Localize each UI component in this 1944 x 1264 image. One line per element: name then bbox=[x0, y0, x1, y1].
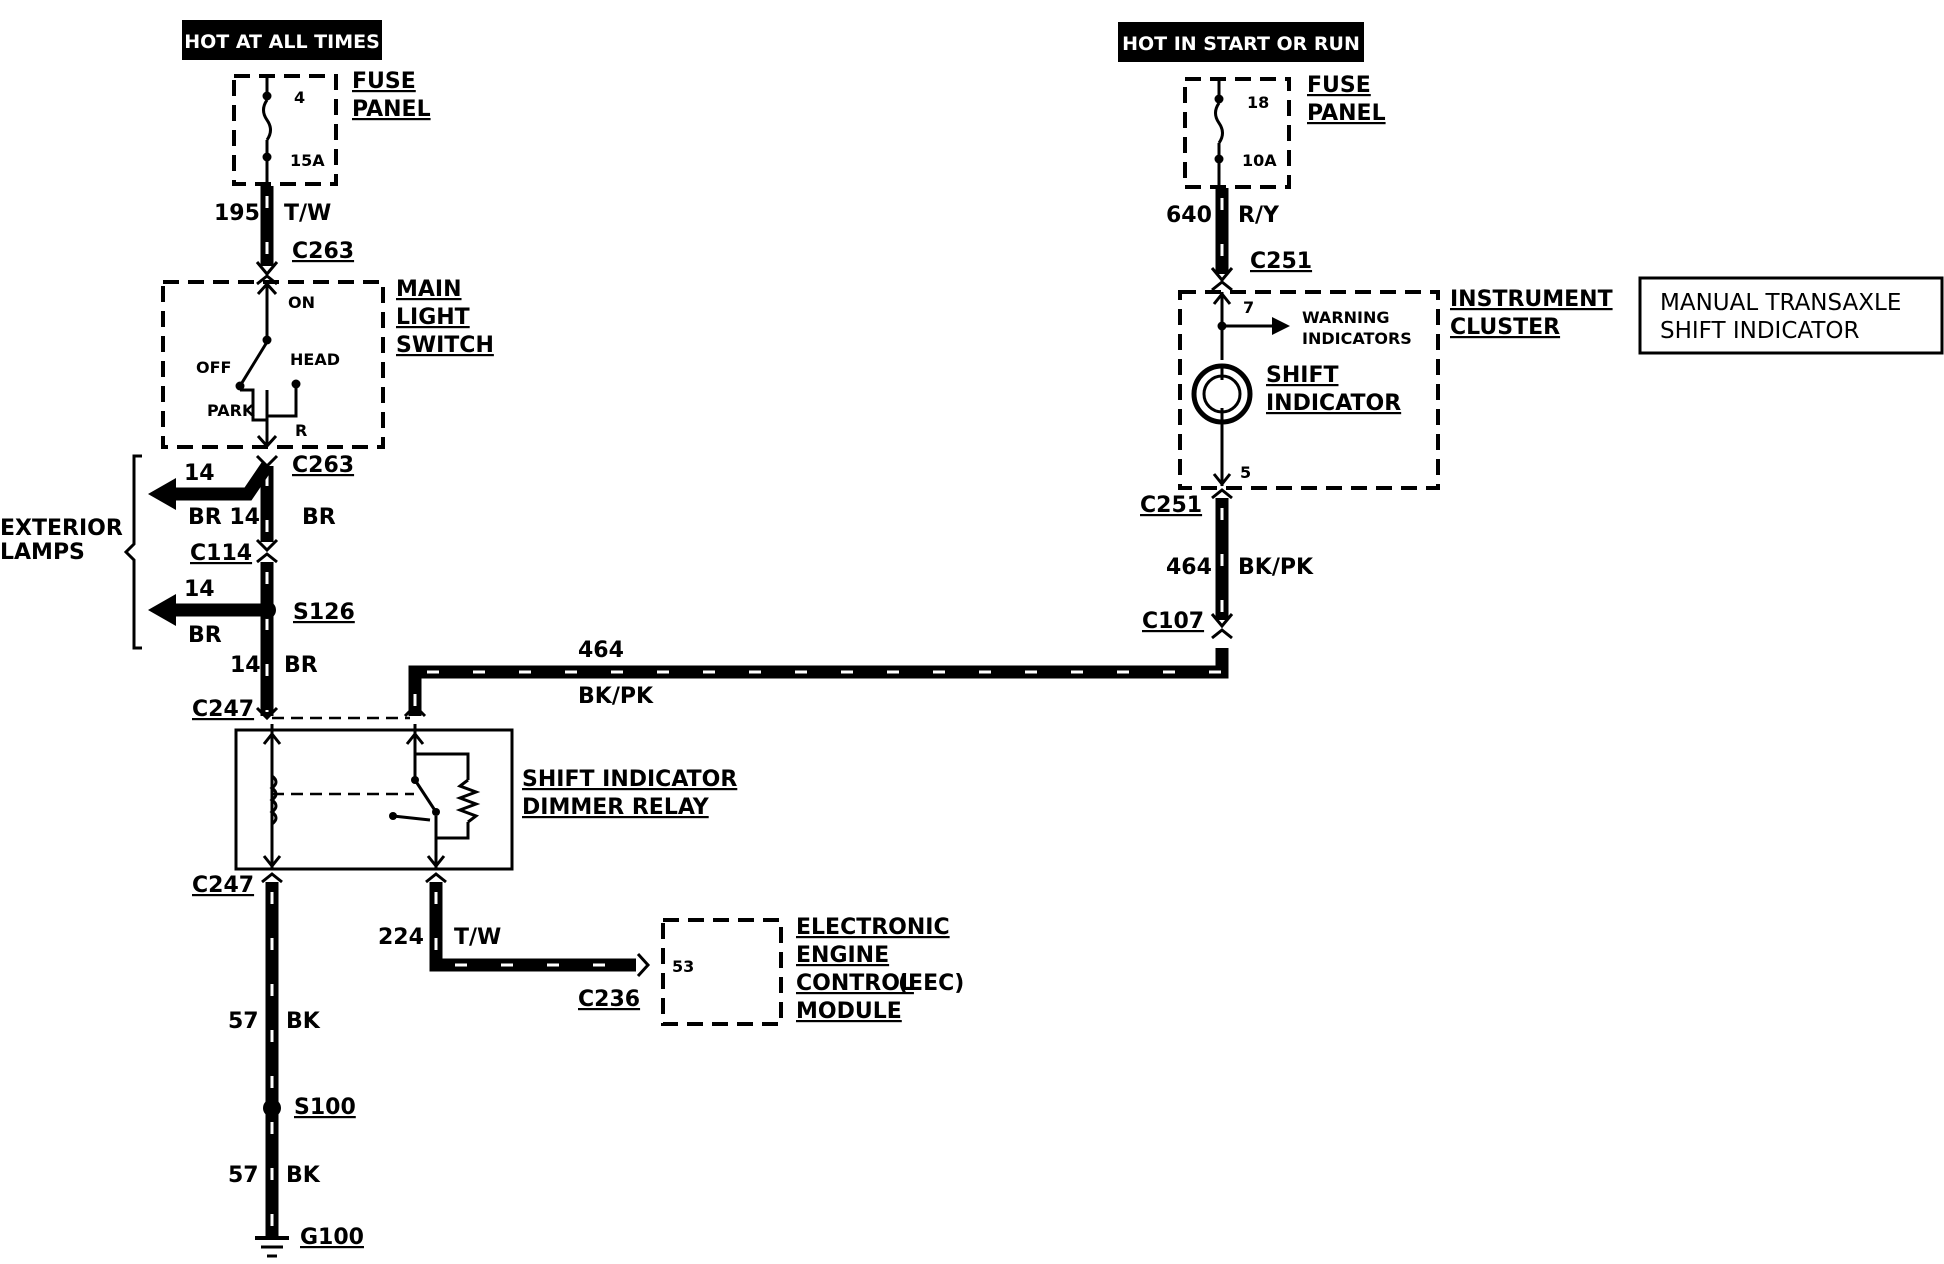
wire-224-circuit: 224 bbox=[378, 925, 424, 950]
exterior-lamps-label-2: LAMPS bbox=[0, 540, 85, 565]
wire-14-mid-color: BR bbox=[284, 653, 318, 678]
wire-14-s126-color: BR bbox=[188, 623, 222, 648]
wire-57-bk: C247 57 BK S100 57 BK G100 bbox=[192, 872, 364, 1258]
wire-57-top-circuit: 57 bbox=[228, 1009, 259, 1034]
exterior-lamps-label-1: EXTERIOR bbox=[0, 516, 123, 541]
wire-464-horizontal: 464 BK/PK bbox=[403, 638, 1229, 718]
left-fuse-number: 4 bbox=[294, 88, 305, 107]
exterior-lamps-branch-top: 14 BR 14 bbox=[148, 461, 273, 530]
shift-indicator-label-2: INDICATOR bbox=[1266, 391, 1401, 416]
left-fuse-label-1: FUSE bbox=[352, 69, 416, 94]
switch-pos-on: ON bbox=[288, 293, 315, 312]
hot-at-all-times-text: HOT AT ALL TIMES bbox=[184, 31, 380, 53]
exterior-lamps: EXTERIOR LAMPS bbox=[0, 454, 142, 650]
wire-14-top-color: BR 14 bbox=[188, 505, 260, 530]
connector-c251-top: C251 bbox=[1250, 249, 1312, 274]
wire-464-bkpk: C251 464 BK/PK C107 bbox=[1140, 488, 1314, 640]
wire-224-tw: 224 T/W C236 bbox=[378, 872, 651, 1012]
ground-g100: G100 bbox=[300, 1225, 364, 1250]
wire-195-circuit: 195 bbox=[214, 201, 260, 226]
right-fuse-panel: 18 10A FUSE PANEL bbox=[1183, 73, 1386, 189]
switch-label-1: MAIN bbox=[396, 277, 462, 302]
connector-c251-bottom: C251 bbox=[1140, 493, 1202, 518]
connector-c114: C114 bbox=[190, 541, 252, 566]
switch-label-2: LIGHT bbox=[396, 305, 470, 330]
eec-module: 53 ELECTRONIC ENGINE CONTROL (EEC) MODUL… bbox=[661, 915, 964, 1026]
wire-195-tw: 195 T/W C263 bbox=[214, 186, 354, 286]
connector-c107: C107 bbox=[1142, 609, 1204, 634]
splice-s100: S100 bbox=[294, 1095, 356, 1120]
caption-line-2: SHIFT INDICATOR bbox=[1660, 318, 1860, 344]
hot-in-start-or-run-banner: HOT IN START OR RUN bbox=[1118, 22, 1364, 62]
eec-label-3b: (EEC) bbox=[898, 971, 964, 996]
wire-464-right-color: BK/PK bbox=[1238, 555, 1314, 580]
eec-label-1: ELECTRONIC bbox=[796, 915, 950, 940]
cluster-pin-bottom: 5 bbox=[1240, 463, 1251, 482]
hot-in-start-or-run-text: HOT IN START OR RUN bbox=[1122, 33, 1360, 55]
switch-pos-r: R bbox=[295, 421, 307, 440]
wire-57-top-color: BK bbox=[286, 1009, 321, 1034]
main-light-switch: ON OFF HEAD PARK R MAIN LIGHT SWITCH bbox=[161, 277, 494, 449]
right-fuse-label-2: PANEL bbox=[1307, 101, 1386, 126]
wire-640-ry: 640 R/Y C251 bbox=[1166, 188, 1312, 292]
wire-14-top-circuit: 14 bbox=[184, 461, 215, 486]
wire-640-color: R/Y bbox=[1238, 203, 1280, 228]
wire-14-s126-circuit: 14 bbox=[184, 577, 215, 602]
right-fuse-number: 18 bbox=[1247, 93, 1269, 112]
wire-224-color: T/W bbox=[454, 925, 501, 950]
shift-indicator-dimmer-relay: SHIFT INDICATOR DIMMER RELAY bbox=[234, 724, 737, 871]
eec-pin: 53 bbox=[672, 957, 694, 976]
wire-640-circuit: 640 bbox=[1166, 203, 1212, 228]
switch-label-3: SWITCH bbox=[396, 333, 494, 358]
connector-c263-bottom: C263 bbox=[292, 453, 354, 478]
cluster-pin-top: 7 bbox=[1243, 298, 1254, 317]
splice-s126: S126 bbox=[293, 600, 355, 625]
eec-label-3: CONTROL bbox=[796, 971, 914, 996]
switch-pos-park: PARK bbox=[207, 401, 255, 420]
eec-label-2: ENGINE bbox=[796, 943, 889, 968]
switch-pos-head: HEAD bbox=[290, 350, 340, 369]
left-fuse-rating: 15A bbox=[290, 151, 325, 170]
cluster-label-2: CLUSTER bbox=[1450, 315, 1560, 340]
warning-indicators-label-1: WARNING bbox=[1302, 308, 1390, 327]
caption-line-1: MANUAL TRANSAXLE bbox=[1660, 290, 1901, 316]
wire-464-right-circuit: 464 bbox=[1166, 555, 1212, 580]
shift-indicator-label-1: SHIFT bbox=[1266, 363, 1338, 388]
connector-c247-top: C247 bbox=[192, 697, 254, 722]
wire-464-horiz-color: BK/PK bbox=[578, 684, 654, 709]
wire-14-br-color-right: BR bbox=[302, 505, 336, 530]
hot-at-all-times-banner: HOT AT ALL TIMES bbox=[182, 20, 382, 60]
connector-c247-bottom: C247 bbox=[192, 873, 254, 898]
cluster-label-1: INSTRUMENT bbox=[1450, 287, 1613, 312]
wire-464-horiz-circuit: 464 bbox=[578, 638, 624, 663]
relay-label-1: SHIFT INDICATOR bbox=[522, 767, 737, 792]
left-fuse-label-2: PANEL bbox=[352, 97, 431, 122]
diagram-caption: MANUAL TRANSAXLE SHIFT INDICATOR bbox=[1638, 276, 1944, 355]
wire-195-color: T/W bbox=[284, 201, 331, 226]
connector-c263-top: C263 bbox=[292, 239, 354, 264]
wire-57-bot-circuit: 57 bbox=[228, 1163, 259, 1188]
switch-pos-off: OFF bbox=[196, 358, 231, 377]
left-fuse-panel: 4 15A FUSE PANEL bbox=[232, 69, 431, 186]
exterior-lamps-branch-s126: 14 BR bbox=[148, 577, 276, 648]
wire-14-mid-circuit: 14 bbox=[230, 653, 261, 678]
instrument-cluster: 7 5 WARNING INDICATORS SHIFT INDICATOR I… bbox=[1178, 287, 1613, 490]
relay-label-2: DIMMER RELAY bbox=[522, 795, 710, 820]
wire-57-bot-color: BK bbox=[286, 1163, 321, 1188]
right-fuse-label-1: FUSE bbox=[1307, 73, 1371, 98]
eec-label-4: MODULE bbox=[796, 999, 902, 1024]
connector-c236: C236 bbox=[578, 987, 640, 1012]
right-fuse-rating: 10A bbox=[1242, 151, 1277, 170]
warning-indicators-label-2: INDICATORS bbox=[1302, 329, 1412, 348]
wire-14-br: C263 BR C114 S126 14 BR C247 bbox=[190, 453, 355, 722]
